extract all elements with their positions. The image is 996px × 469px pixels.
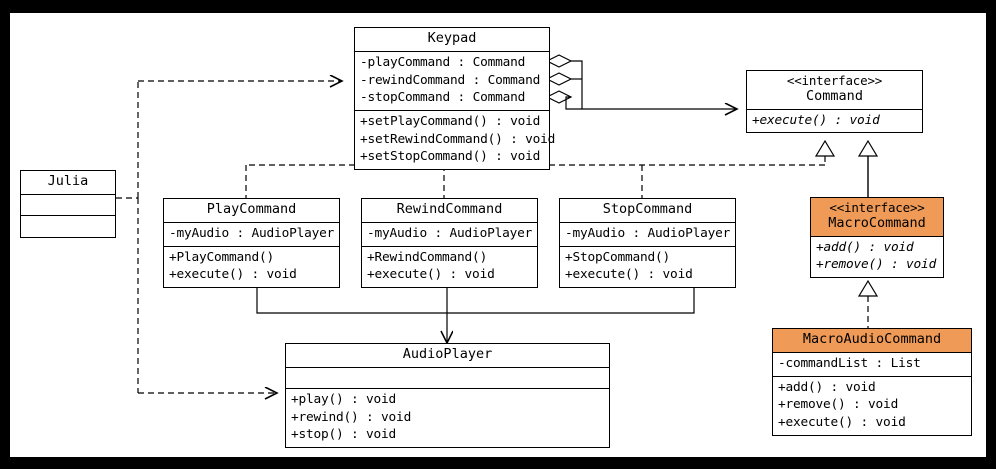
class-header-macroaudiocommand: MacroAudioCommand: [773, 329, 971, 353]
attributes-rewindcommand: -myAudio : AudioPlayer: [362, 223, 537, 247]
attributes-audioplayer: [286, 368, 609, 389]
class-box-playcommand[interactable]: PlayCommand -myAudio : AudioPlayer +Play…: [163, 198, 340, 288]
methods-command: +execute() : void: [747, 110, 922, 133]
stereotype-label-command: <<interface>>: [786, 73, 883, 88]
attribute-row: -myAudio : AudioPlayer: [169, 225, 335, 241]
class-box-audioplayer[interactable]: AudioPlayer +play() : void +rewind() : v…: [285, 343, 610, 448]
class-box-command[interactable]: <<interface>> Command +execute() : void: [746, 70, 923, 134]
class-box-julia[interactable]: Julia: [20, 170, 116, 238]
class-name-rewindcommand: RewindCommand: [396, 201, 503, 217]
method-row: +remove() : void: [816, 257, 937, 273]
attributes-stopcommand: -myAudio : AudioPlayer: [560, 223, 735, 247]
method-row: +setRewindCommand() : void: [360, 131, 556, 147]
diagram-surface: Keypad -playCommand : Command -rewindCom…: [10, 13, 986, 457]
class-name-julia: Julia: [47, 173, 89, 189]
keypad-command-aggregation: [545, 54, 737, 109]
class-header-macrocommand: <<interface>> MacroCommand: [811, 198, 943, 237]
methods-stopcommand: +StopCommand() +execute() : void: [560, 247, 735, 287]
class-name-macroaudiocommand: MacroAudioCommand: [802, 331, 942, 347]
method-row: +execute() : void: [752, 112, 880, 128]
macroaudiocommand-realization: [857, 279, 879, 328]
method-row: +add() : void: [778, 379, 876, 395]
class-name-command: Command: [806, 87, 863, 104]
class-name-audioplayer: AudioPlayer: [402, 346, 493, 362]
method-row: +execute() : void: [778, 414, 906, 430]
attribute-row: -myAudio : AudioPlayer: [367, 225, 533, 241]
method-row: +stop() : void: [291, 427, 397, 443]
method-row: +rewind() : void: [291, 409, 412, 425]
class-header-rewindcommand: RewindCommand: [362, 199, 537, 223]
attribute-row: -commandList : List: [778, 355, 921, 371]
class-header-playcommand: PlayCommand: [164, 199, 339, 223]
methods-playcommand: +PlayCommand() +execute() : void: [164, 247, 339, 287]
attributes-keypad: -playCommand : Command -rewindCommand : …: [355, 52, 549, 111]
class-name-playcommand: PlayCommand: [206, 201, 297, 217]
methods-macroaudiocommand: +add() : void +remove() : void +execute(…: [773, 377, 971, 435]
method-row: +play() : void: [291, 391, 397, 407]
method-row: +RewindCommand(): [367, 249, 488, 265]
methods-keypad: +setPlayCommand() : void +setRewindComma…: [355, 111, 556, 169]
class-box-stopcommand[interactable]: StopCommand -myAudio : AudioPlayer +Stop…: [559, 198, 736, 288]
attribute-row: -rewindCommand : Command: [360, 72, 541, 88]
class-header-keypad: Keypad: [355, 28, 549, 52]
class-name-keypad: Keypad: [427, 30, 477, 46]
class-header-stopcommand: StopCommand: [560, 199, 735, 223]
methods-macrocommand: +add() : void +remove() : void: [811, 237, 943, 277]
stereotype-label-macrocommand: <<interface>>: [829, 200, 925, 215]
class-box-macroaudiocommand[interactable]: MacroAudioCommand -commandList : List +a…: [772, 328, 972, 436]
methods-audioplayer: +play() : void +rewind() : void +stop() …: [286, 389, 609, 447]
methods-rewindcommand: +RewindCommand() +execute() : void: [362, 247, 537, 287]
class-name-stopcommand: StopCommand: [602, 201, 693, 217]
macrocommand-generalization: [857, 139, 879, 197]
class-box-rewindcommand[interactable]: RewindCommand -myAudio : AudioPlayer +Re…: [361, 198, 538, 288]
attributes-playcommand: -myAudio : AudioPlayer: [164, 223, 339, 247]
method-row: +StopCommand(): [565, 249, 671, 265]
attributes-julia: [21, 195, 115, 216]
attribute-row: -stopCommand : Command: [360, 90, 526, 106]
class-header-julia: Julia: [21, 171, 115, 195]
class-name-macrocommand: MacroCommand: [828, 214, 926, 231]
attribute-row: -myAudio : AudioPlayer: [565, 225, 731, 241]
method-row: +PlayCommand(): [169, 249, 275, 265]
attributes-macroaudiocommand: -commandList : List: [773, 353, 971, 377]
class-box-macrocommand[interactable]: <<interface>> MacroCommand +add() : void…: [810, 197, 944, 278]
class-header-audioplayer: AudioPlayer: [286, 344, 609, 368]
class-box-keypad[interactable]: Keypad -playCommand : Command -rewindCom…: [354, 27, 556, 170]
method-row: +add() : void: [816, 239, 914, 255]
method-row: +setPlayCommand() : void: [360, 113, 541, 129]
method-row: +execute() : void: [367, 267, 495, 283]
method-row: +execute() : void: [169, 267, 297, 283]
method-row: +remove() : void: [778, 397, 899, 413]
method-row: +setStopCommand() : void: [360, 149, 541, 165]
method-row: +execute() : void: [565, 267, 693, 283]
attribute-row: -playCommand : Command: [360, 54, 526, 70]
class-header-command: <<interface>> Command: [747, 71, 922, 110]
methods-julia: [21, 216, 115, 237]
